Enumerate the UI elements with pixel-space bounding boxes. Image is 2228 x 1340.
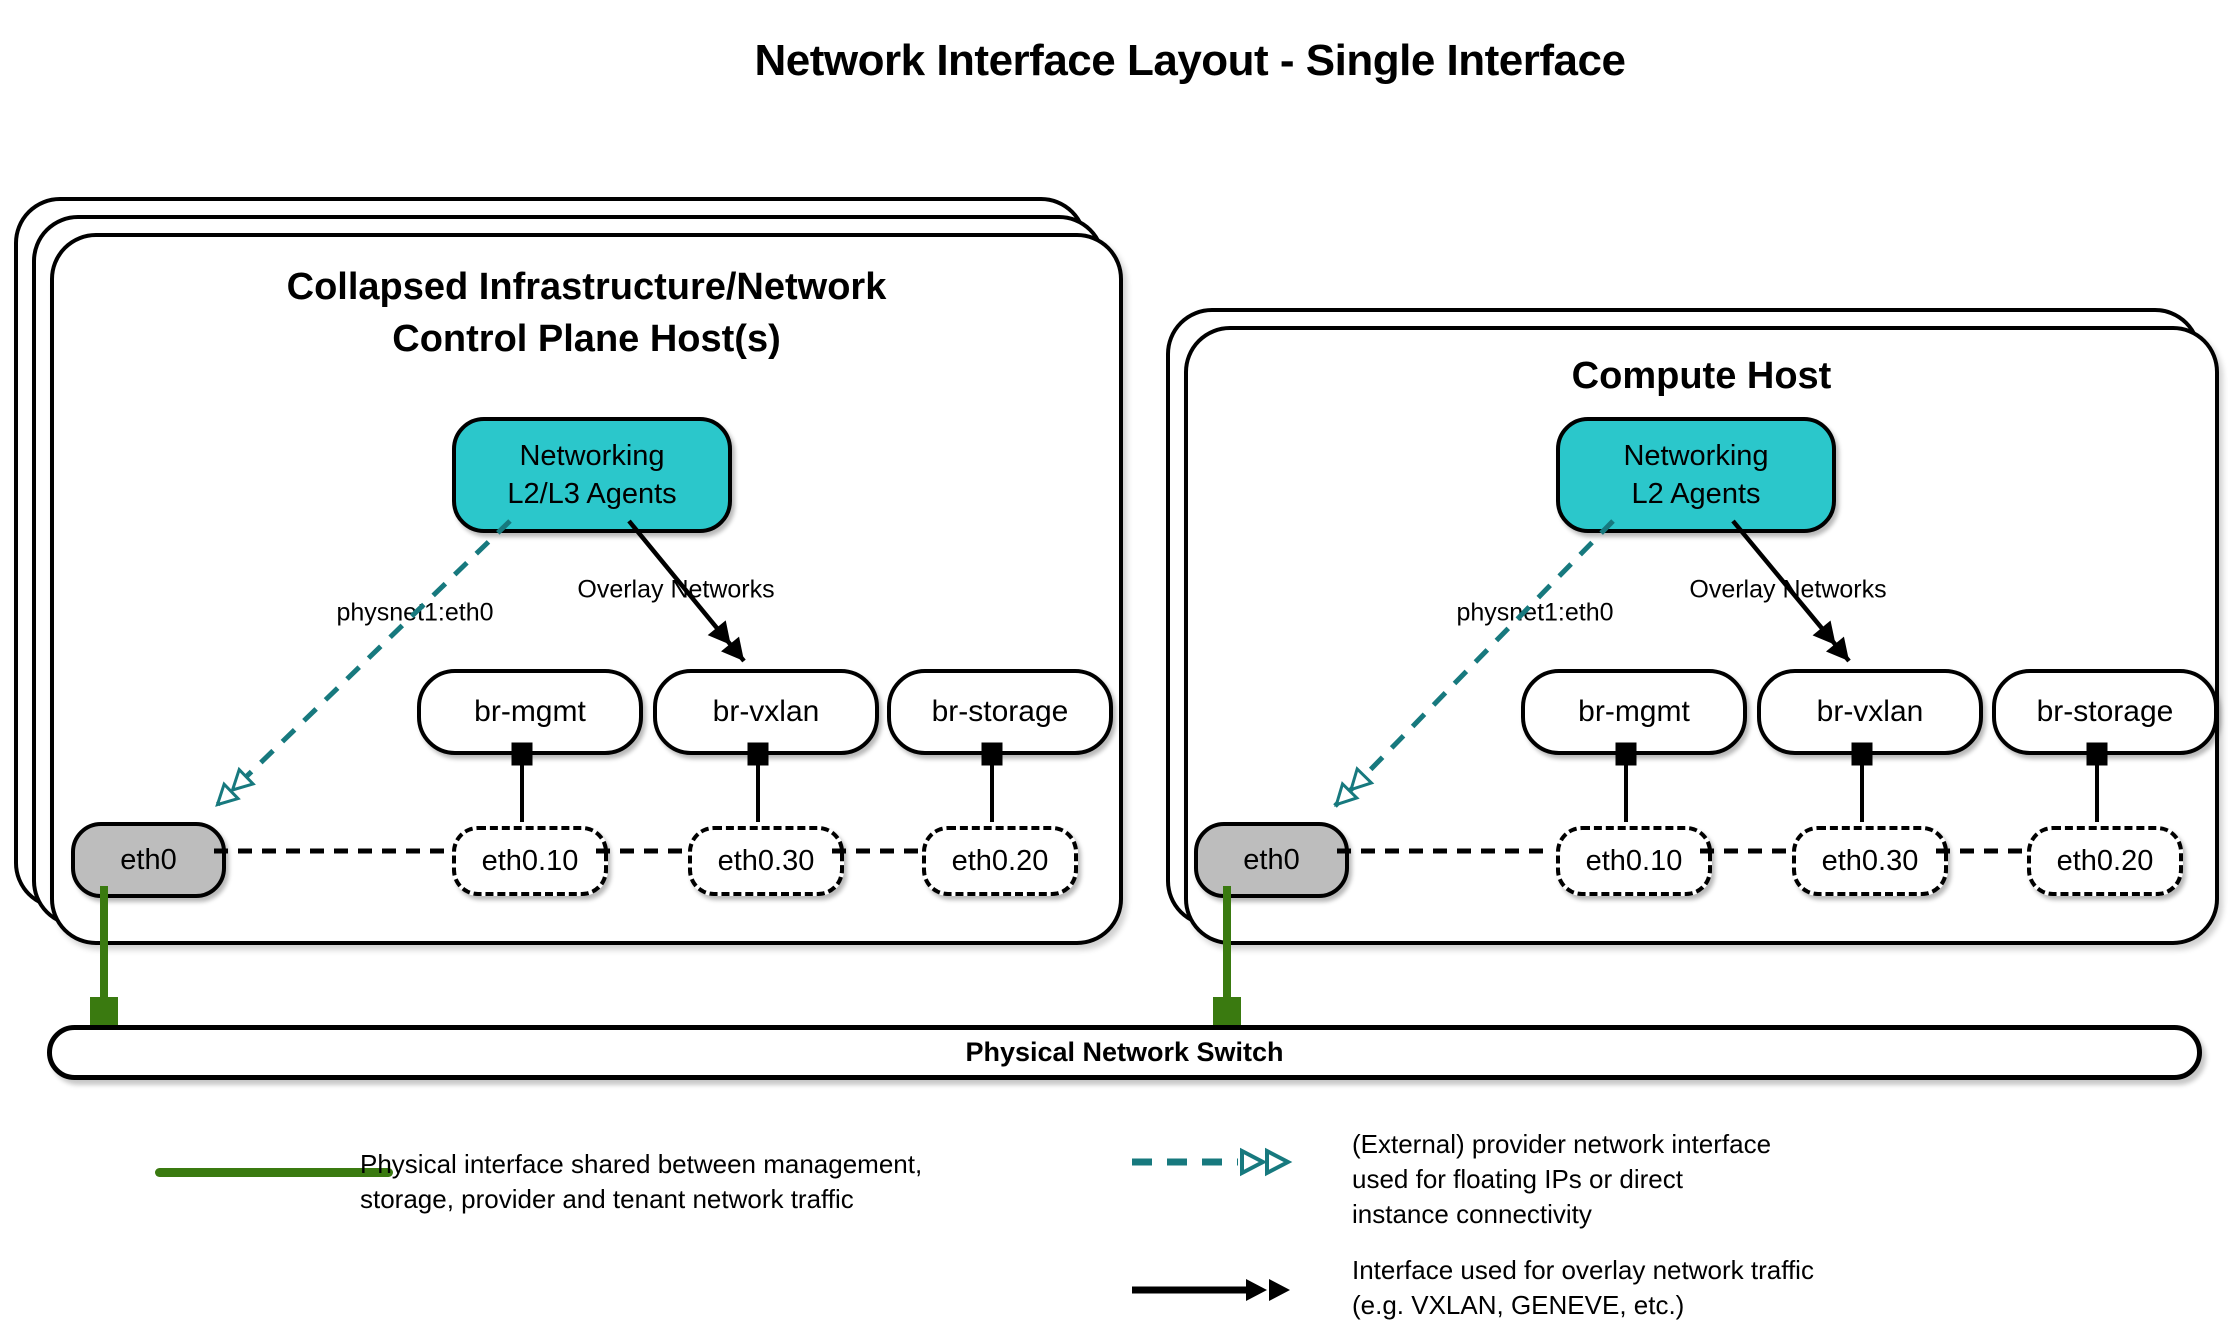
compute-bridge-br-mgmt: br-mgmt (1521, 669, 1747, 755)
control-vlan-eth0-30-node: eth0.30 (688, 826, 844, 896)
agent-label-line1: Networking (519, 440, 665, 472)
eth-label: eth0 (1243, 843, 1300, 876)
legend-provider-arrow-sample (1132, 1147, 1293, 1177)
vlan-label: eth0.10 (1585, 844, 1683, 877)
legend-provider-arrow-text: (External) provider network interface us… (1352, 1127, 1771, 1232)
legend-text-line: instance connectivity (1352, 1199, 1592, 1229)
legend-green-line-sample (155, 1168, 393, 1177)
control-vlan-eth0-10-node: eth0.10 (452, 826, 608, 896)
compute-vlan-eth0-20-node: eth0.20 (2027, 826, 2183, 896)
legend-text-line: Interface used for overlay network traff… (1352, 1255, 1814, 1285)
compute-bridge-br-vxlan: br-vxlan (1757, 669, 1983, 755)
vlan-label: eth0.20 (951, 844, 1049, 877)
compute-uplink-port (1213, 997, 1241, 1025)
control-networking-agents-node: Networking L2/L3 Agents (452, 417, 732, 533)
switch-label: Physical Network Switch (965, 1037, 1284, 1067)
legend-text-line: storage, provider and tenant network tra… (360, 1184, 854, 1214)
control-host-title: Collapsed Infrastructure/Network Control… (54, 261, 1119, 365)
control-host-title-line2: Control Plane Host(s) (392, 318, 781, 360)
legend-overlay-arrow-sample (1132, 1279, 1290, 1301)
compute-host-title-line1: Compute Host (1571, 355, 1832, 397)
bridge-label: br-vxlan (1816, 695, 1924, 728)
bridge-label: br-storage (931, 695, 1069, 728)
agent-label-line2: L2/L3 Agents (507, 478, 677, 510)
legend-green-line-text: Physical interface shared between manage… (360, 1147, 922, 1217)
agent-label-line1: Networking (1623, 440, 1769, 472)
compute-vlan-eth0-30-node: eth0.30 (1792, 826, 1948, 896)
bridge-label: br-mgmt (1578, 695, 1690, 728)
legend-text-line: (e.g. VXLAN, GENEVE, etc.) (1352, 1290, 1685, 1320)
vlan-label: eth0.20 (2056, 844, 2154, 877)
compute-host-title: Compute Host (1188, 350, 2215, 402)
legend-text-line: (External) provider network interface (1352, 1129, 1772, 1159)
control-eth0-node: eth0 (71, 822, 226, 898)
compute-vlan-eth0-10-node: eth0.10 (1556, 826, 1712, 896)
control-uplink-port (90, 997, 118, 1025)
bridge-label: br-vxlan (712, 695, 820, 728)
compute-eth0-node: eth0 (1194, 822, 1349, 898)
vlan-label: eth0.10 (481, 844, 579, 877)
vlan-label: eth0.30 (1821, 844, 1919, 877)
control-host-box: Collapsed Infrastructure/Network Control… (50, 233, 1123, 945)
control-provider-arrow-label: physnet1:eth0 (336, 598, 494, 627)
control-host-title-line1: Collapsed Infrastructure/Network (286, 266, 887, 308)
control-vlan-eth0-20-node: eth0.20 (922, 826, 1078, 896)
compute-host-box: Compute Host Networking L2 Agents br-mgm… (1184, 326, 2219, 945)
compute-provider-arrow-label: physnet1:eth0 (1456, 598, 1614, 627)
physical-network-switch: Physical Network Switch (47, 1025, 2202, 1080)
bridge-label: br-mgmt (474, 695, 586, 728)
legend-overlay-arrow-text: Interface used for overlay network traff… (1352, 1253, 1814, 1323)
control-bridge-br-storage: br-storage (887, 669, 1113, 755)
vlan-label: eth0.30 (717, 844, 815, 877)
compute-bridge-br-storage: br-storage (1992, 669, 2218, 755)
control-bridge-br-mgmt: br-mgmt (417, 669, 643, 755)
page-title: Network Interface Layout - Single Interf… (754, 36, 1626, 85)
legend-text-line: used for floating IPs or direct (1352, 1164, 1683, 1194)
legend-text-line: Physical interface shared between manage… (360, 1149, 923, 1179)
bridge-label: br-storage (2036, 695, 2174, 728)
agent-label-line2: L2 Agents (1631, 478, 1761, 510)
control-overlay-arrow-label: Overlay Networks (577, 575, 775, 604)
control-bridge-br-vxlan: br-vxlan (653, 669, 879, 755)
compute-overlay-arrow-label: Overlay Networks (1689, 575, 1887, 604)
compute-networking-agents-node: Networking L2 Agents (1556, 417, 1836, 533)
eth-label: eth0 (120, 843, 177, 876)
